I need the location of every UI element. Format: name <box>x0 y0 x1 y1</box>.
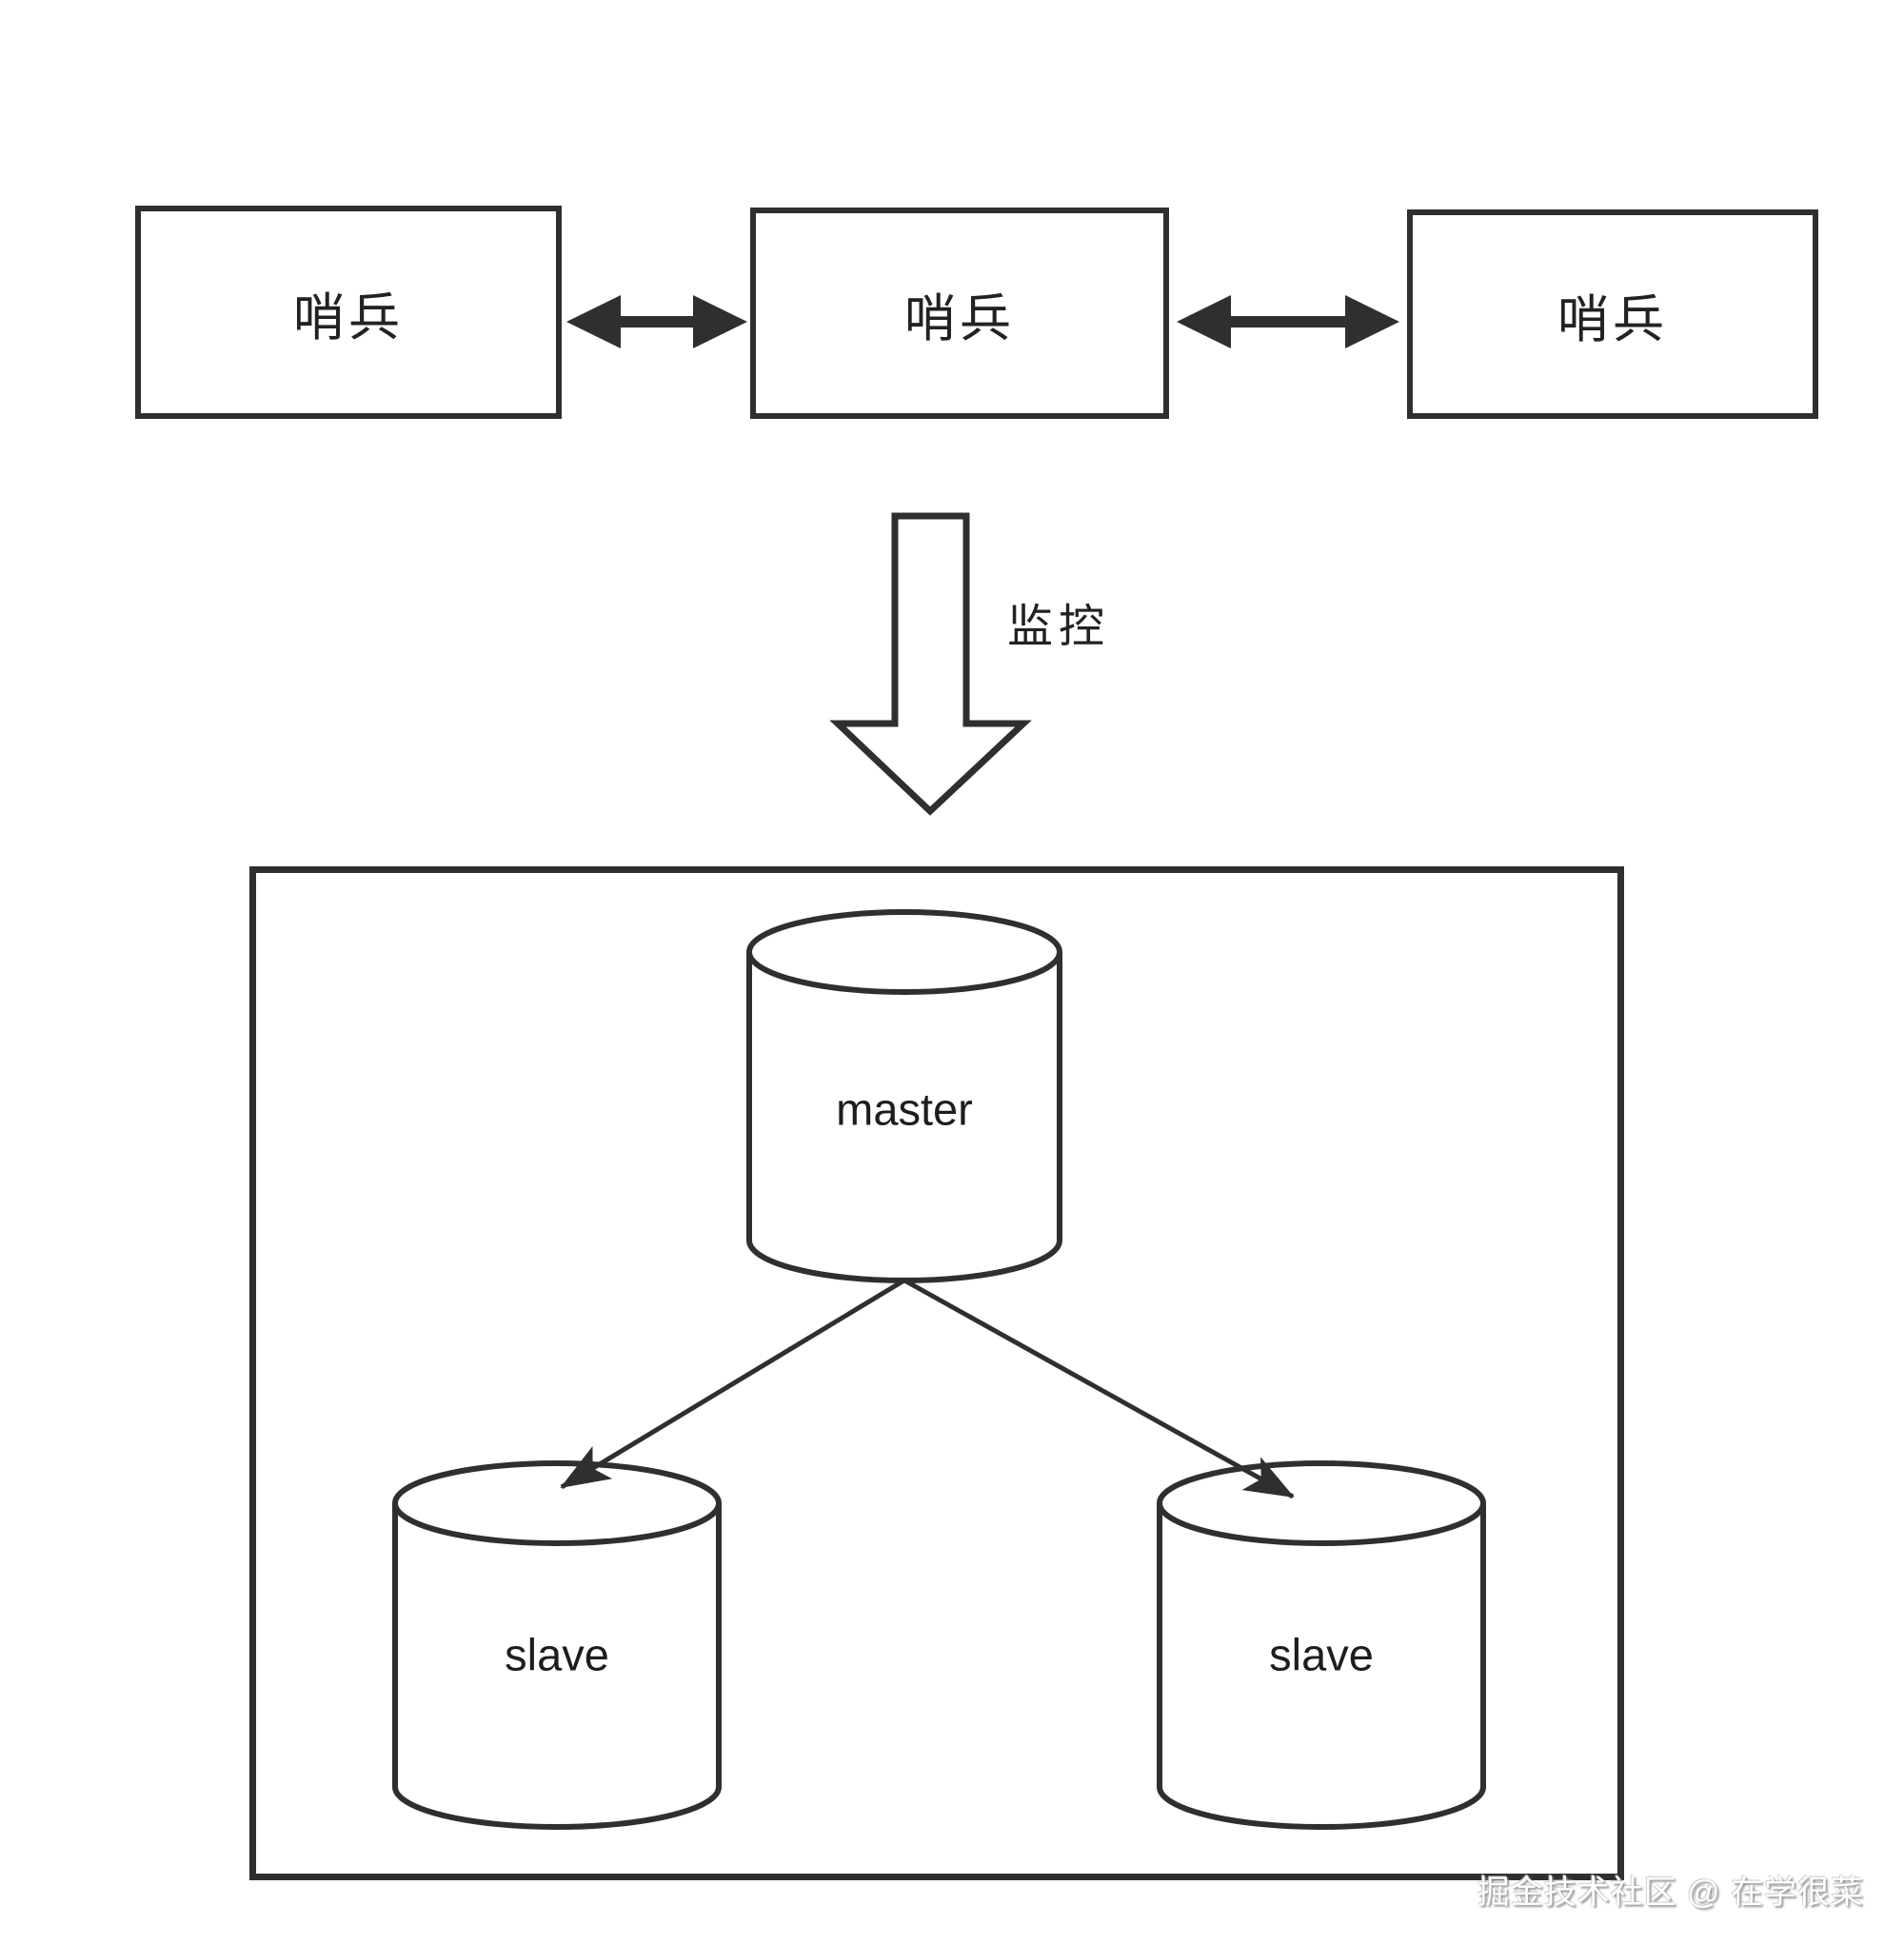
sentinel-label-1: 哨兵 <box>293 288 404 347</box>
monitor-label: 监控 <box>1007 602 1111 652</box>
sentinel-box-2: 哨兵 <box>750 208 1169 419</box>
sentinel-link-arrow-right-icon <box>1177 295 1399 348</box>
sentinel-label-2: 哨兵 <box>904 289 1015 347</box>
sentinel-label-3: 哨兵 <box>1557 290 1668 348</box>
replication-group-box <box>249 866 1624 1880</box>
sentinel-box-3: 哨兵 <box>1407 209 1818 419</box>
slave-left-label: slave <box>505 1629 609 1680</box>
slave-right-label: slave <box>1269 1629 1374 1680</box>
master-label: master <box>836 1083 973 1135</box>
sentinel-link-arrow-left-icon <box>566 295 747 348</box>
sentinel-box-1: 哨兵 <box>135 206 562 419</box>
monitor-down-arrow-icon <box>829 512 1032 816</box>
watermark-text: 掘金技术社区 @ 在学很菜 <box>1477 1875 1864 1911</box>
